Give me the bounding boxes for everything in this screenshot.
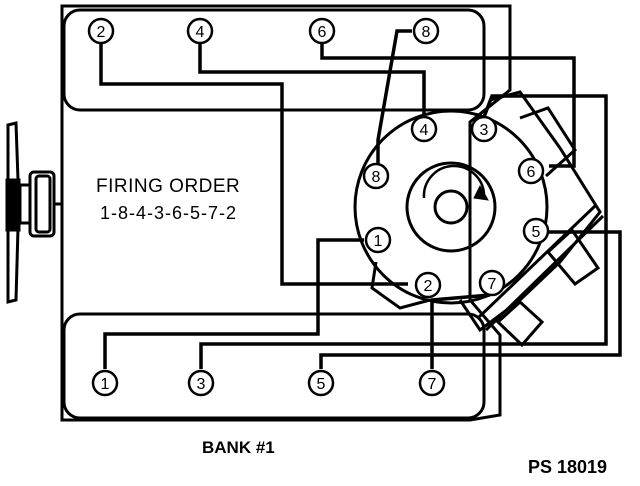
svg-text:8: 8	[422, 24, 431, 41]
spark-plug-3: 3	[187, 369, 215, 397]
wire-3	[199, 94, 608, 369]
bottom-bank-plugs: 1 3 5 7	[91, 369, 446, 397]
bank-label: BANK #1	[202, 438, 275, 457]
svg-text:2: 2	[97, 24, 106, 41]
spark-plug-6: 6	[308, 17, 336, 45]
wire-2	[99, 44, 408, 286]
distributor-terminal-7: 7	[478, 269, 506, 297]
svg-text:2: 2	[424, 278, 433, 295]
spark-plug-7: 7	[418, 369, 446, 397]
svg-text:6: 6	[527, 164, 536, 181]
wire-5	[319, 230, 622, 369]
distributor-terminals: 4 3 6 5 7 2 1 8	[362, 115, 550, 299]
spark-plug-8: 8	[412, 17, 440, 45]
wire-1	[103, 238, 364, 369]
svg-text:1: 1	[101, 376, 110, 393]
distributor-terminal-5: 5	[522, 217, 550, 245]
distributor-terminal-1: 1	[364, 226, 392, 254]
wire-7	[430, 293, 491, 369]
svg-text:4: 4	[420, 122, 429, 139]
spark-plug-1: 1	[91, 369, 119, 397]
engine-block	[60, 4, 512, 422]
distributor-terminal-4: 4	[410, 115, 438, 143]
svg-text:5: 5	[317, 376, 326, 393]
distributor-terminal-8: 8	[362, 162, 390, 190]
spark-plug-5: 5	[307, 369, 335, 397]
distributor-terminal-3: 3	[470, 115, 498, 143]
spark-plug-4: 4	[186, 17, 214, 45]
wire-4	[198, 44, 426, 115]
distributor-terminal-6: 6	[517, 157, 545, 185]
wire-6	[320, 44, 576, 168]
fan-icon	[5, 121, 62, 304]
figure-code: PS 18019	[528, 457, 608, 477]
svg-text:7: 7	[488, 276, 497, 293]
distributor	[353, 90, 605, 348]
wire-8	[376, 29, 412, 164]
svg-text:1: 1	[374, 233, 383, 250]
svg-text:5: 5	[532, 224, 541, 241]
firing-order-sequence: 1-8-4-3-6-5-7-2	[100, 203, 238, 223]
top-bank-plugs: 2 4 6 8	[87, 17, 440, 45]
spark-plug-2: 2	[87, 17, 115, 45]
svg-text:3: 3	[197, 376, 206, 393]
spark-plug-wires	[99, 29, 622, 369]
firing-order-title: FIRING ORDER	[96, 176, 241, 197]
distributor-terminal-2: 2	[414, 271, 442, 299]
svg-text:4: 4	[196, 24, 205, 41]
svg-text:7: 7	[428, 376, 437, 393]
svg-text:6: 6	[318, 24, 327, 41]
svg-text:8: 8	[372, 169, 381, 186]
svg-text:3: 3	[480, 122, 489, 139]
